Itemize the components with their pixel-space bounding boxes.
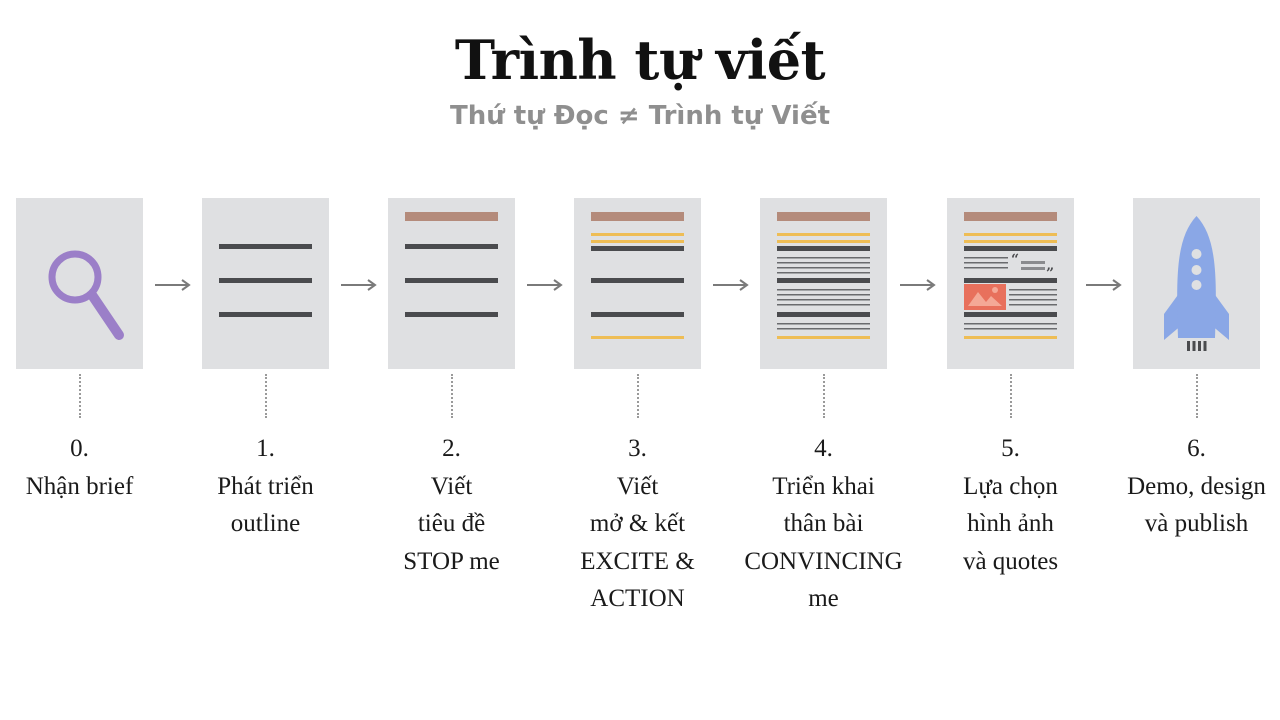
step-6: 6. Demo, design và publish [1127, 198, 1266, 537]
step-label: 3. Viết mở & kết EXCITE & ACTION [534, 430, 741, 618]
step-3: 3. Viết mở & kết EXCITE & ACTION [574, 198, 701, 612]
step-label: 1. Phát triển outline [162, 430, 369, 543]
dotted-connector [1196, 374, 1198, 418]
step-text-line: mở & kết [589, 510, 686, 537]
step-text-line: Phát triển [217, 472, 314, 500]
step-text-line: ACTION [590, 585, 685, 612]
step-number: 5. [1001, 435, 1020, 462]
dotted-connector [451, 374, 453, 418]
arrow-right-icon [1086, 279, 1122, 291]
step-card [574, 198, 701, 369]
step-card [16, 198, 143, 369]
step-text-line: Viết [430, 472, 473, 500]
step-5: “ ” 5. Lựa chọn hình ảnh và quotes [947, 198, 1074, 575]
step-text-line: và quotes [962, 547, 1059, 575]
arrow-right-icon [713, 279, 749, 291]
dotted-connector [1010, 374, 1012, 418]
step-number: 2. [442, 435, 461, 462]
step-label: 5. Lựa chọn hình ảnh và quotes [907, 430, 1114, 580]
dotted-connector [823, 374, 825, 418]
page-subtitle: Thứ tự Đọc ≠ Trình tự Viết [449, 101, 831, 131]
step-card [202, 198, 329, 369]
step-0: 0. Nhận brief [16, 198, 143, 500]
arrow-right-icon [900, 279, 936, 291]
step-text-line: Lựa chọn [963, 472, 1058, 500]
step-4: 4. Triển khai thân bài CONVINCING me [744, 198, 903, 612]
step-1: 1. Phát triển outline [202, 198, 329, 537]
step-label: 2. Viết tiêu đề STOP me [348, 430, 555, 580]
step-number: 3. [628, 435, 647, 462]
image-quote-document-icon: “ ” [964, 212, 1057, 339]
step-label: 4. Triển khai thân bài CONVINCING me [720, 430, 927, 618]
intro-outro-document-icon [591, 212, 684, 339]
arrow-right-icon [155, 279, 191, 291]
step-text-line: outline [230, 510, 301, 537]
step-text-line: me [808, 585, 839, 612]
step-text-line: hình ảnh [967, 510, 1054, 537]
headline-document-icon [405, 212, 498, 317]
step-label: 6. Demo, design và publish [1093, 430, 1280, 543]
step-text-line: Demo, design [1127, 472, 1266, 500]
step-card [760, 198, 887, 369]
step-text-line: EXCITE & [580, 547, 695, 575]
page-title: Trình tự viết [454, 28, 826, 92]
step-text-line: thân bài [783, 510, 864, 537]
dotted-connector [79, 374, 81, 418]
step-text-line: và publish [1144, 510, 1249, 537]
outline-document-icon [219, 244, 312, 317]
step-card [1133, 198, 1260, 369]
step-text-line: STOP me [403, 547, 500, 575]
step-text-line: Triển khai [772, 472, 875, 500]
rocket-icon [1164, 216, 1229, 351]
arrow-right-icon [527, 279, 563, 291]
step-card: “ ” [947, 198, 1074, 369]
dotted-connector [265, 374, 267, 418]
step-number: 0. [70, 435, 89, 462]
step-card [388, 198, 515, 369]
svg-text:”: ” [1046, 266, 1054, 282]
step-label: 0. Nhận brief [0, 430, 183, 505]
dotted-connector [637, 374, 639, 418]
svg-text:“: “ [1011, 252, 1019, 268]
step-text-line: CONVINCING [744, 547, 903, 575]
step-text-line: tiêu đề [417, 510, 486, 537]
step-number: 1. [256, 435, 275, 462]
body-document-icon [777, 212, 870, 339]
arrow-right-icon [341, 279, 377, 291]
step-text-line: Nhận brief [25, 472, 134, 500]
step-2: 2. Viết tiêu đề STOP me [388, 198, 515, 575]
step-text-line: Viết [616, 472, 659, 500]
magnifier-icon [48, 250, 124, 340]
step-number: 6. [1187, 435, 1206, 462]
step-number: 4. [814, 435, 833, 462]
